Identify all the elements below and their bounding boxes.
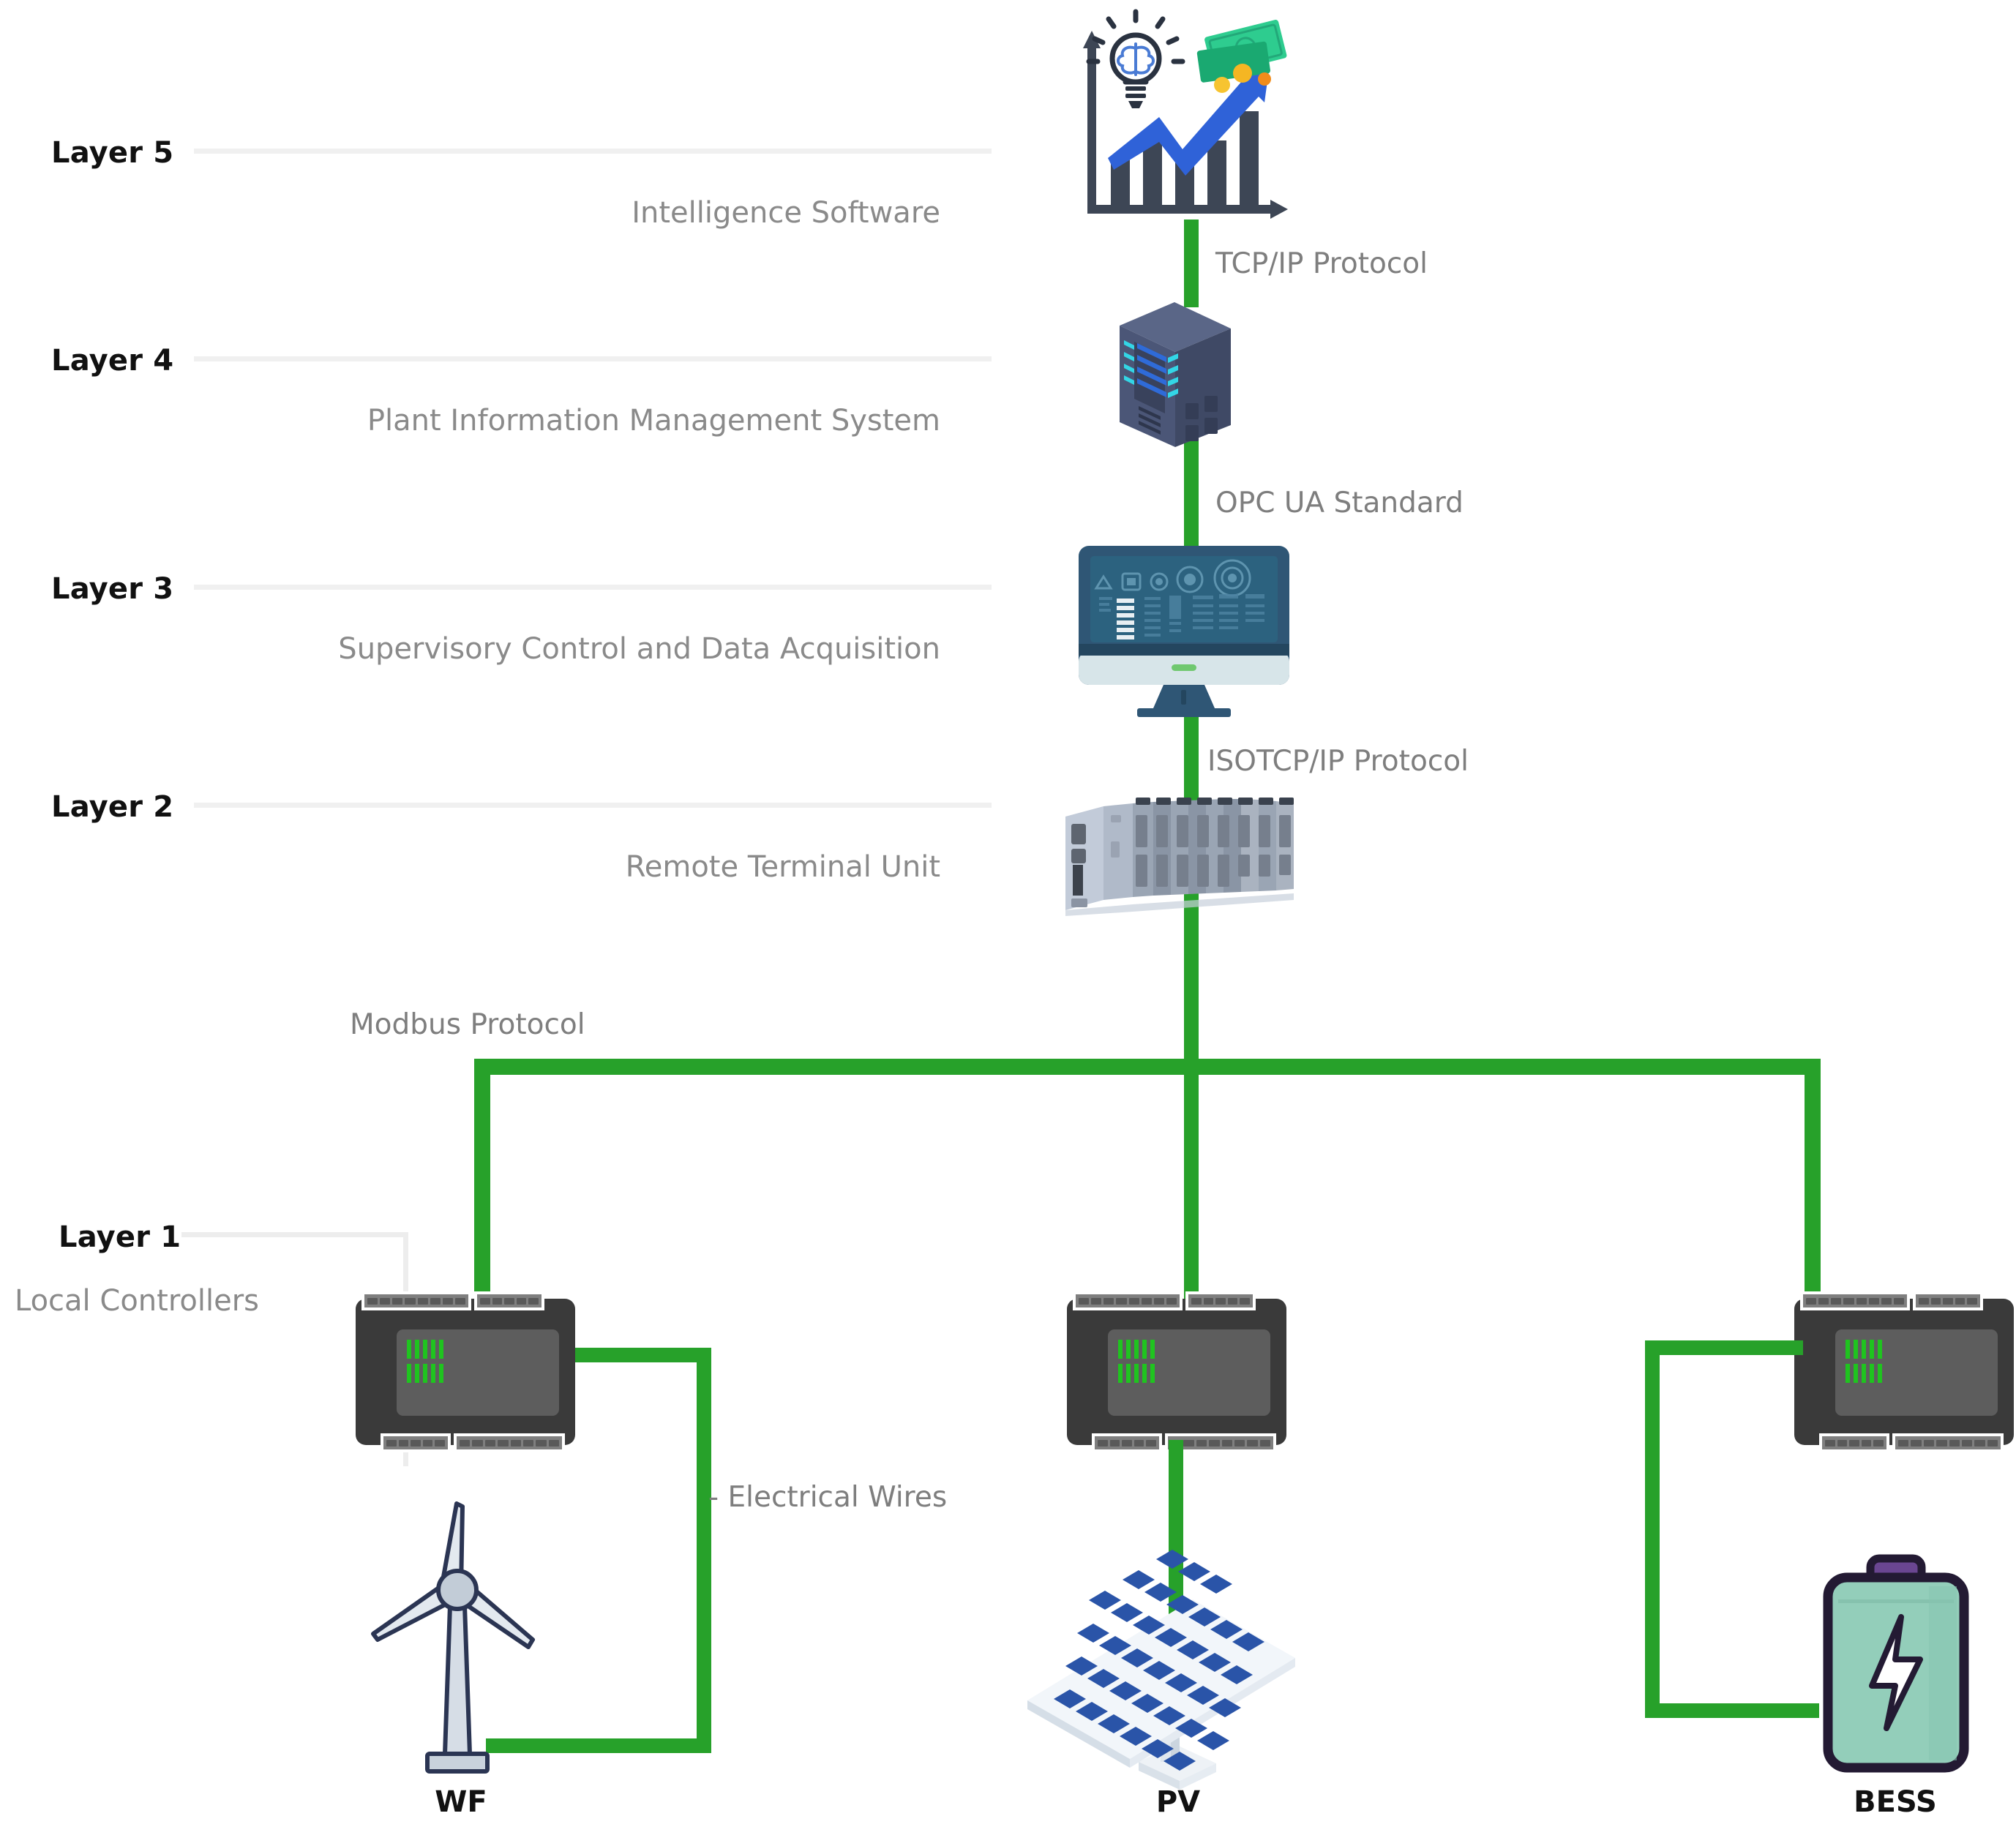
layer-desc-5: Intelligence Software	[632, 196, 940, 230]
electrical-wires-legend: - Electrical Wires	[708, 1481, 948, 1514]
lightning-bolt-icon	[1869, 1614, 1923, 1731]
layer-rule-2	[194, 803, 992, 808]
controller-terminal-top-left	[361, 1291, 471, 1310]
electrical-wire-bess-top	[1645, 1340, 1803, 1355]
layer-rule-3	[194, 585, 992, 590]
layer-desc-3: Supervisory Control and Data Acquisition	[338, 632, 940, 666]
modbus-drop-bess	[1805, 1059, 1821, 1307]
modbus-drop-pv	[1184, 1059, 1199, 1307]
controller-screen	[397, 1329, 559, 1416]
controller-screen	[1835, 1329, 1998, 1416]
wind-turbine-icon	[366, 1496, 549, 1782]
wire-l4-l3	[1184, 439, 1199, 563]
layer-label-1: Layer 1	[59, 1220, 181, 1254]
controller-led-array	[1118, 1340, 1155, 1388]
controller-terminal-top-right	[474, 1291, 544, 1310]
layer-desc-2: Remote Terminal Unit	[625, 850, 940, 884]
controller-terminal-bottom-left	[381, 1433, 451, 1452]
layer-desc-4: Plant Information Management System	[367, 404, 940, 438]
controller-screen	[1108, 1329, 1270, 1416]
electrical-wire-bess-vertical	[1645, 1340, 1660, 1718]
controller-terminal-bottom-right	[1165, 1433, 1276, 1452]
modbus-drop-wf	[474, 1059, 490, 1307]
layer1-connector-horizontal	[181, 1232, 408, 1237]
layer-desc-1: Local Controllers	[15, 1284, 259, 1318]
controller-terminal-bottom-left	[1819, 1433, 1889, 1452]
wire-l5-l4	[1184, 220, 1199, 307]
battery-icon	[1819, 1554, 1973, 1784]
scada-monitor-icon	[1074, 541, 1294, 724]
controller-terminal-top-left	[1073, 1291, 1183, 1310]
controller-terminal-bottom-left	[1092, 1433, 1162, 1452]
electrical-wire-wf-vertical	[697, 1348, 711, 1753]
protocol-label-opcua: OPC UA Standard	[1215, 487, 1464, 519]
electrical-wire-wf-bottom	[486, 1738, 711, 1753]
asset-caption-bess: BESS	[1854, 1785, 1937, 1819]
electrical-wire-wf-top	[575, 1348, 711, 1362]
electrical-wire-bess-bottom	[1645, 1703, 1819, 1718]
modbus-bus-horizontal	[474, 1059, 1821, 1075]
layer-rule-4	[194, 356, 992, 361]
controller-terminal-bottom-right	[454, 1433, 565, 1452]
protocol-label-isotcp: ISOTCP/IP Protocol	[1207, 745, 1469, 778]
local-controller-bess[interactable]	[1794, 1291, 2014, 1452]
layer-label-3: Layer 3	[51, 572, 174, 606]
monitor-status-indicator	[1172, 664, 1196, 671]
layer-label-4: Layer 4	[51, 344, 174, 378]
server-tower-icon	[1105, 296, 1244, 454]
layer-label-2: Layer 2	[51, 790, 174, 824]
electrical-wire-pv	[1169, 1440, 1183, 1627]
solar-panel-icon	[1017, 1550, 1303, 1793]
protocol-label-modbus: Modbus Protocol	[350, 1008, 585, 1041]
layer-label-5: Layer 5	[51, 136, 174, 170]
asset-caption-pv: PV	[1155, 1785, 1201, 1819]
controller-terminal-top-right	[1185, 1291, 1256, 1310]
local-controller-wf[interactable]	[356, 1291, 575, 1452]
controller-led-array	[1845, 1340, 1882, 1388]
controller-terminal-bottom-right	[1892, 1433, 2004, 1452]
controller-led-array	[407, 1340, 443, 1388]
local-controller-pv[interactable]	[1067, 1291, 1286, 1452]
analytics-bar-chart-icon	[1063, 6, 1297, 233]
controller-terminal-top-right	[1913, 1291, 1983, 1310]
rtu-rack-icon	[1060, 798, 1316, 929]
layer-rule-5	[194, 149, 992, 154]
protocol-label-tcpip: TCP/IP Protocol	[1215, 247, 1428, 280]
asset-caption-wf: WF	[435, 1785, 487, 1819]
controller-terminal-top-left	[1800, 1291, 1910, 1310]
